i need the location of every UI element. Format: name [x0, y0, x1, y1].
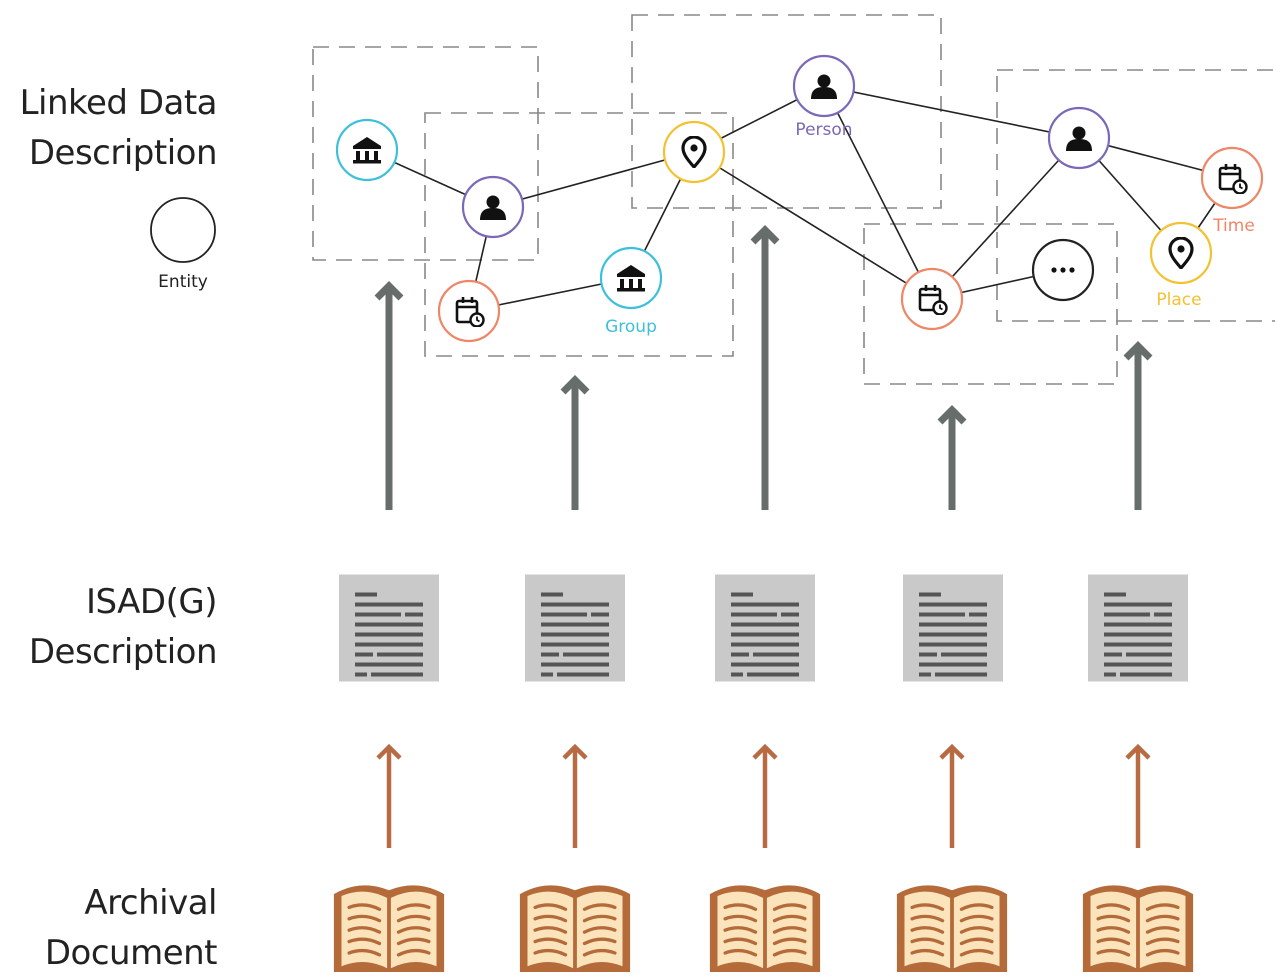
label-isad-description: ISAD(G) Description	[28, 577, 218, 677]
document-icon	[903, 574, 1003, 682]
label-linked-data-description: Linked Data Description	[19, 78, 218, 178]
place-entity-node	[662, 120, 726, 184]
open-book-icon	[895, 883, 1009, 972]
edge	[823, 85, 1080, 139]
ellipsis-icon	[1051, 267, 1075, 273]
edge	[931, 137, 1080, 300]
grouping-box	[424, 112, 734, 357]
label-line: Linked Data	[19, 83, 218, 123]
entity-legend-circle	[150, 197, 216, 263]
grey-arrow	[374, 281, 404, 510]
open-book-icon	[332, 883, 446, 972]
grey-arrow	[1123, 341, 1153, 510]
brown-arrow	[939, 743, 965, 848]
entity-legend-label: Entity	[158, 272, 208, 292]
brown-arrow	[752, 743, 778, 848]
edge	[492, 151, 695, 208]
grouping-box	[631, 14, 942, 209]
group-entity-node	[599, 246, 663, 310]
label-line: Document	[44, 933, 218, 973]
grouping-box	[312, 46, 539, 261]
grey-arrow	[937, 405, 967, 510]
document-icon	[715, 574, 815, 682]
time-entity-node	[1200, 146, 1264, 210]
label-archival-document: Archival Document	[44, 878, 218, 978]
grouping-box	[996, 69, 1275, 322]
label-line: Archival	[84, 883, 217, 923]
group-label: Group	[605, 317, 657, 337]
time-entity-node	[900, 267, 964, 331]
grey-arrow	[750, 225, 780, 510]
grey-arrow	[560, 375, 590, 510]
open-book-icon	[1081, 883, 1195, 972]
edge	[693, 151, 933, 300]
grouping-boxes	[312, 14, 1275, 385]
brown-arrow	[1125, 743, 1151, 848]
brown-arrows	[376, 743, 1151, 848]
open-book-icon	[518, 883, 632, 972]
document-icon	[339, 574, 439, 682]
group-entity-node	[335, 118, 399, 182]
brown-arrow	[376, 743, 402, 848]
document-icon	[525, 574, 625, 682]
place-entity-node	[1149, 221, 1213, 285]
grey-arrows	[374, 225, 1153, 510]
document-icon	[1088, 574, 1188, 682]
label-line: ISAD(G)	[85, 582, 218, 622]
label-line: Description	[28, 133, 218, 173]
edge	[823, 85, 933, 300]
person-label: Person	[795, 120, 852, 140]
open-book-icon	[708, 883, 822, 972]
brown-arrow	[562, 743, 588, 848]
label-line: Description	[28, 632, 218, 672]
place-label: Place	[1156, 290, 1201, 310]
time-label: Time	[1212, 216, 1255, 236]
time-entity-node	[437, 279, 501, 343]
